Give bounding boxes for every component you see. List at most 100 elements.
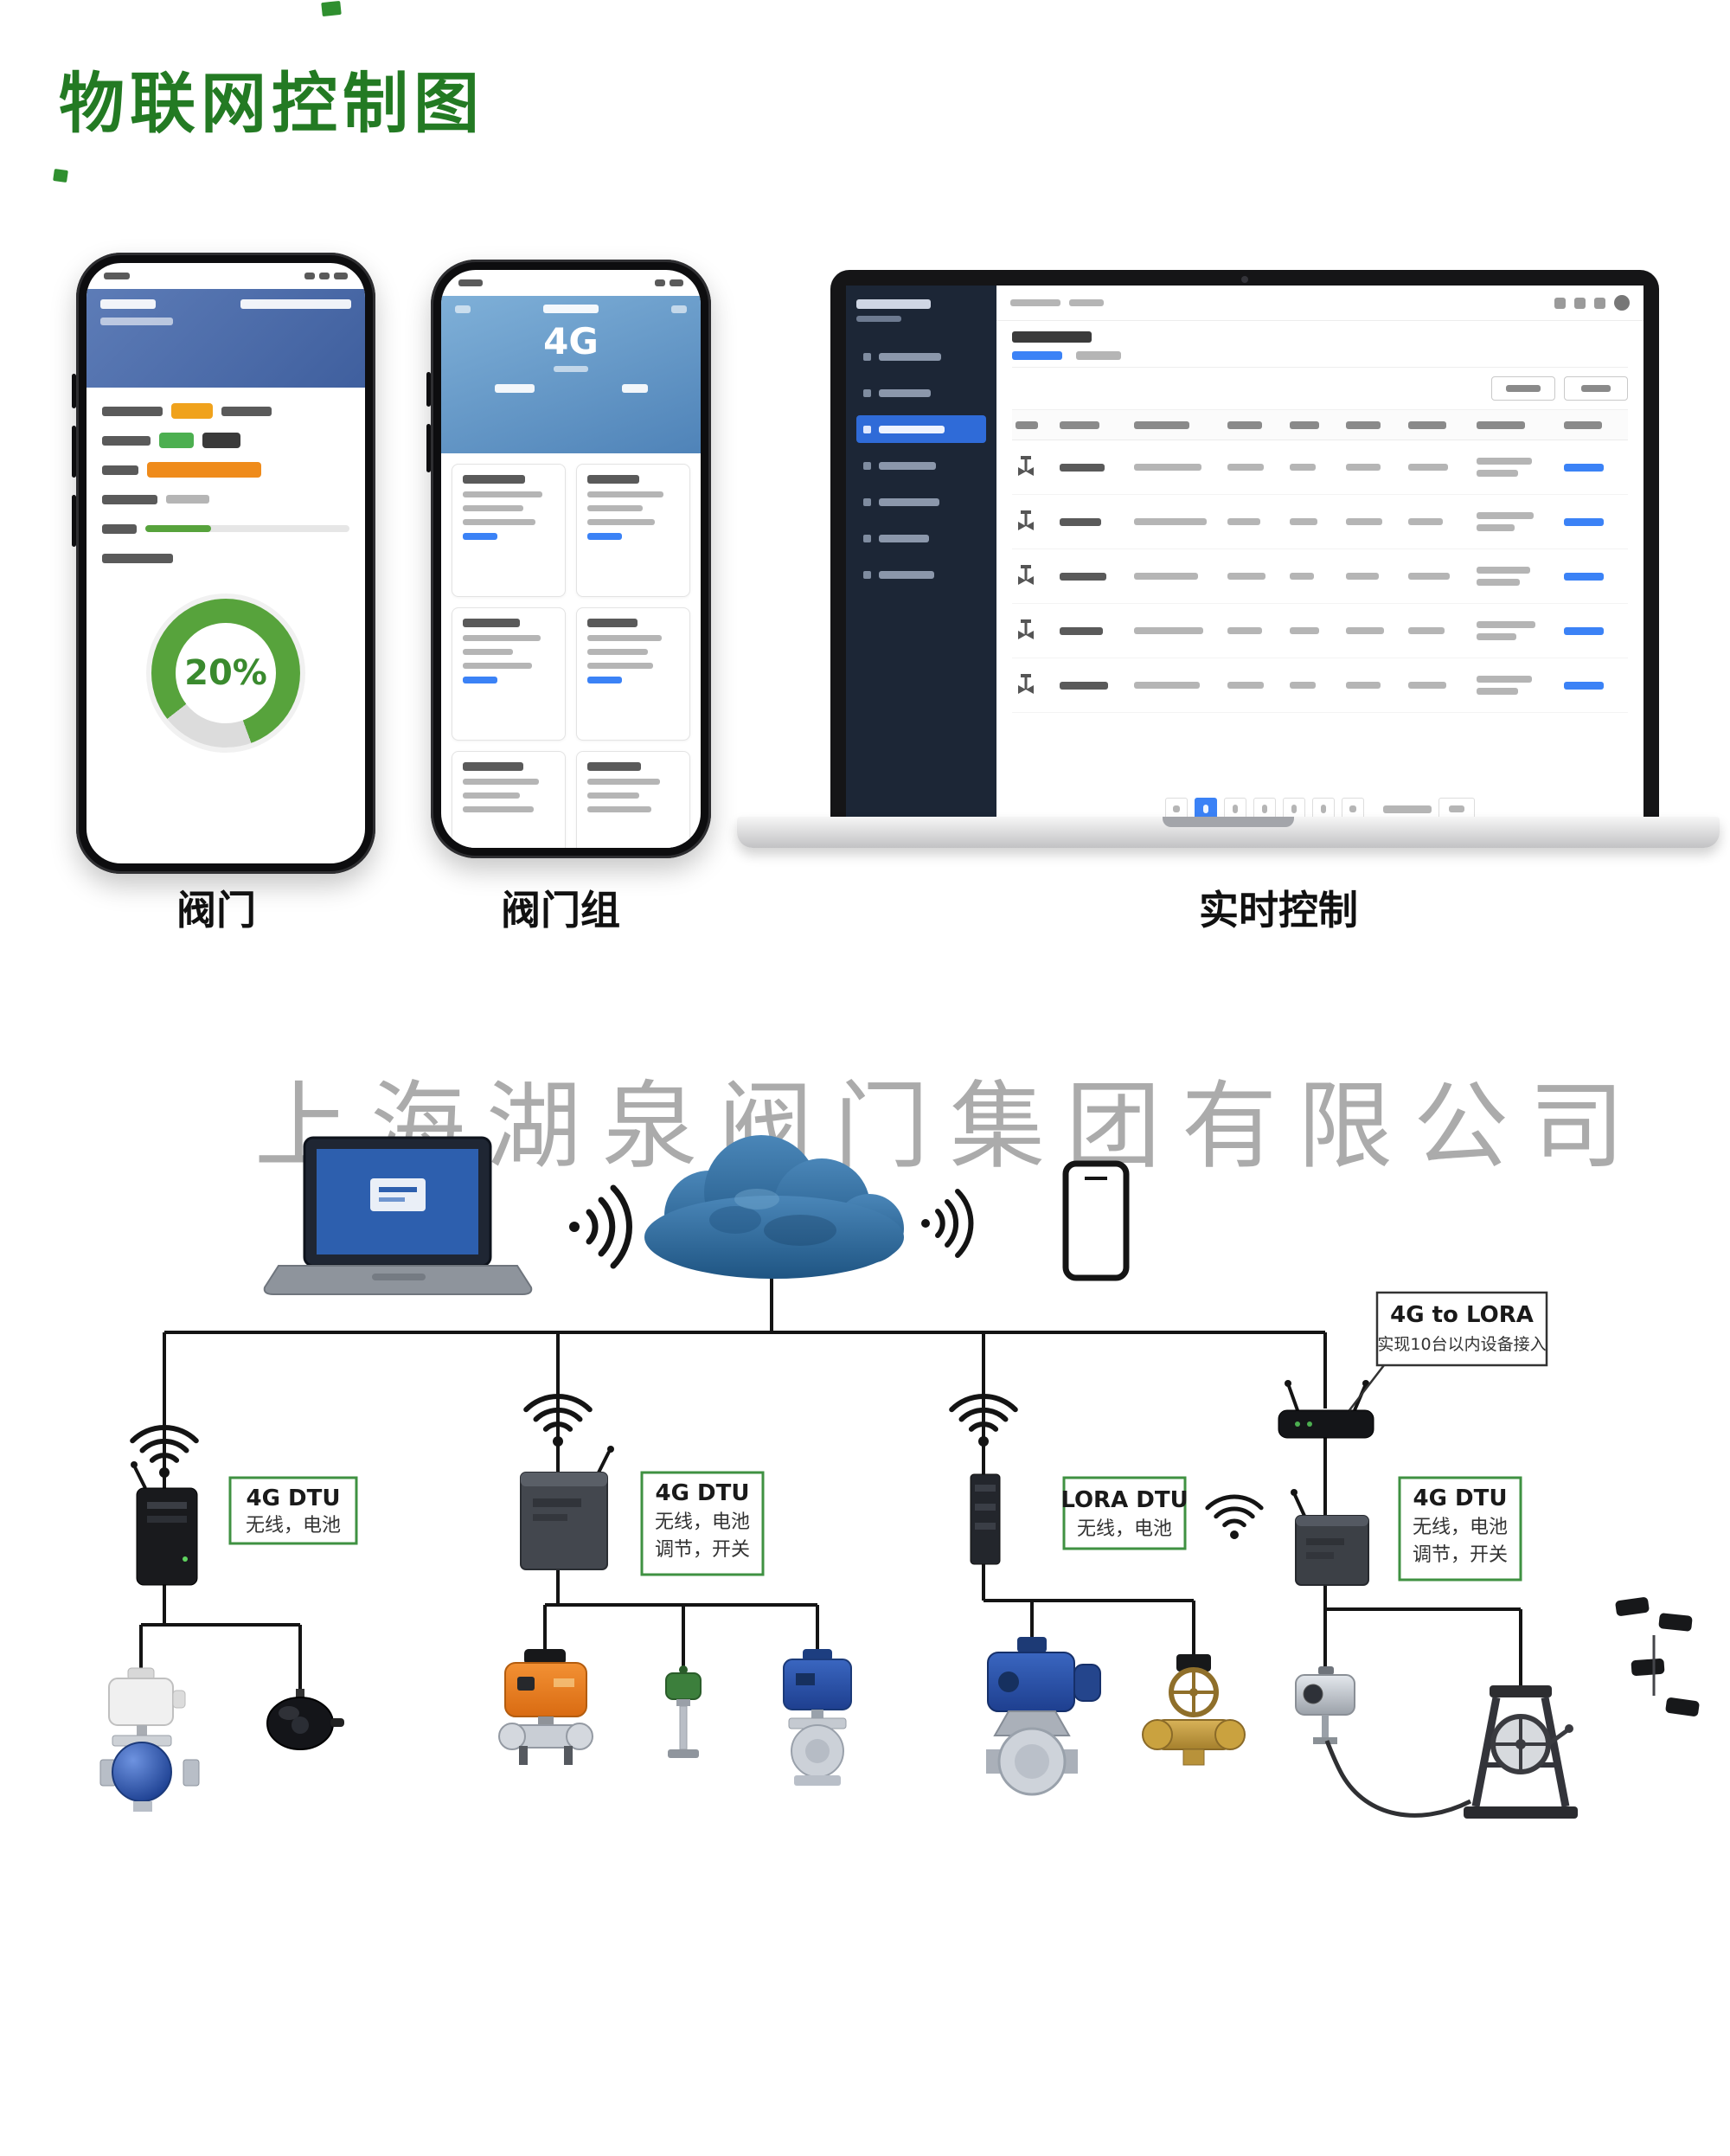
toolbar <box>1012 376 1628 401</box>
green-sensor-device <box>665 1665 702 1758</box>
dtu2-title: 4G DTU <box>656 1480 750 1506</box>
status-icons <box>304 273 348 279</box>
settings-icon[interactable] <box>1594 297 1605 309</box>
breadcrumb-skeleton <box>1010 299 1060 306</box>
valve-icon-cell <box>1012 564 1056 588</box>
table-row[interactable] <box>1012 549 1628 604</box>
table-row[interactable] <box>1012 440 1628 495</box>
antenna-wifi-icon <box>949 1393 1018 1447</box>
export-button[interactable] <box>1491 376 1555 401</box>
th <box>1473 420 1560 429</box>
table-row[interactable] <box>1012 604 1628 658</box>
menu-label-skeleton <box>879 461 936 470</box>
dtu2-line3: 调节，开关 <box>655 1539 750 1561</box>
back-icon[interactable] <box>455 305 471 313</box>
alarm-badge <box>171 403 213 419</box>
header-sub-skeleton <box>100 318 173 325</box>
battery-icon <box>334 273 348 279</box>
tab-skeleton[interactable] <box>1076 351 1121 360</box>
page-button[interactable] <box>1253 798 1276 820</box>
status-bar <box>86 263 365 289</box>
sidebar-item-active[interactable] <box>856 415 986 443</box>
slider-fill <box>145 525 211 532</box>
topbar-actions <box>1554 295 1630 311</box>
table-header <box>1012 409 1628 440</box>
header-stats <box>455 384 687 393</box>
console-logo <box>856 299 986 322</box>
signal-icon <box>304 273 315 279</box>
dtu1-line2: 无线，电池 <box>246 1515 341 1537</box>
sidebar-item[interactable] <box>856 561 986 588</box>
table-row[interactable] <box>1012 495 1628 549</box>
gateway-label-box: 4G to LORA 实现10台以内设备接入 <box>1349 1291 1548 1411</box>
sidebar-item[interactable] <box>856 524 986 552</box>
card-link-skeleton[interactable] <box>463 677 497 683</box>
card-line-skeleton <box>587 649 648 655</box>
sidebar-item[interactable] <box>856 452 986 479</box>
group-header: 4G <box>441 296 701 453</box>
pagination <box>1012 786 1628 825</box>
webcam-icon <box>1241 276 1248 283</box>
valve-card[interactable] <box>452 607 566 741</box>
button-label-skeleton <box>1581 385 1611 392</box>
action-link-skeleton[interactable] <box>1563 463 1604 472</box>
refresh-button[interactable] <box>1564 376 1628 401</box>
field-row <box>102 484 349 514</box>
avatar[interactable] <box>1614 295 1630 311</box>
dtu1-title: 4G DTU <box>247 1485 341 1511</box>
network-type-text: 4G <box>543 320 599 363</box>
prev-page-button[interactable] <box>1165 798 1188 820</box>
th <box>1286 420 1342 429</box>
logo-sub-skeleton <box>856 316 901 322</box>
next-page-button[interactable] <box>1342 798 1364 820</box>
opening-slider[interactable] <box>145 525 349 532</box>
page-button[interactable] <box>1312 798 1335 820</box>
action-link-skeleton[interactable] <box>1563 626 1604 635</box>
valve-card[interactable] <box>452 464 566 597</box>
card-title-skeleton <box>587 762 641 771</box>
th <box>1131 420 1224 429</box>
tab-active-skeleton[interactable] <box>1012 351 1062 360</box>
valve-card[interactable] <box>452 751 566 848</box>
action-link-skeleton[interactable] <box>1563 681 1604 690</box>
card-line-skeleton <box>587 519 655 525</box>
card-link-skeleton[interactable] <box>463 533 497 540</box>
field-label-skeleton <box>102 465 138 475</box>
menu-label-skeleton <box>879 388 931 397</box>
card-line-skeleton <box>587 779 660 785</box>
more-icon[interactable] <box>671 305 687 313</box>
card-line-skeleton <box>463 649 513 655</box>
fullscreen-icon[interactable] <box>1574 297 1586 309</box>
card-link-skeleton[interactable] <box>587 533 622 540</box>
card-line-skeleton <box>463 663 532 669</box>
tab-row <box>1012 351 1628 368</box>
phone-valve-screen: 20% <box>86 263 365 863</box>
opening-donut-chart: 20% <box>151 599 300 748</box>
large-blue-motor-valve-device <box>986 1637 1101 1796</box>
sidebar-item[interactable] <box>856 488 986 516</box>
sidebar-item[interactable] <box>856 343 986 370</box>
blue-actuator-valve-device <box>783 1649 852 1786</box>
orange-actuator-valve-device <box>498 1649 593 1765</box>
action-link-skeleton[interactable] <box>1563 572 1604 581</box>
field-label-skeleton <box>102 435 151 446</box>
notification-icon[interactable] <box>1554 297 1566 309</box>
th <box>1056 420 1131 429</box>
button-label-skeleton <box>1506 385 1541 392</box>
status-badge <box>159 433 194 448</box>
dtu4-line2: 无线，电池 <box>1413 1517 1508 1538</box>
phone-valve-group-mockup: 4G <box>426 260 711 858</box>
sidebar-item[interactable] <box>856 379 986 407</box>
valve-card[interactable] <box>576 464 690 597</box>
valve-card[interactable] <box>576 607 690 741</box>
valve-card[interactable] <box>576 751 690 848</box>
table-row[interactable] <box>1012 658 1628 713</box>
action-link-skeleton[interactable] <box>1563 517 1604 526</box>
card-line-skeleton <box>587 806 651 812</box>
silver-transmitter-device <box>1295 1666 1355 1744</box>
field-row <box>102 543 349 573</box>
field-label-skeleton <box>102 553 173 563</box>
valve-card-grid <box>441 453 701 848</box>
card-link-skeleton[interactable] <box>587 677 622 683</box>
dtu3-line2: 无线，电池 <box>1077 1518 1172 1540</box>
